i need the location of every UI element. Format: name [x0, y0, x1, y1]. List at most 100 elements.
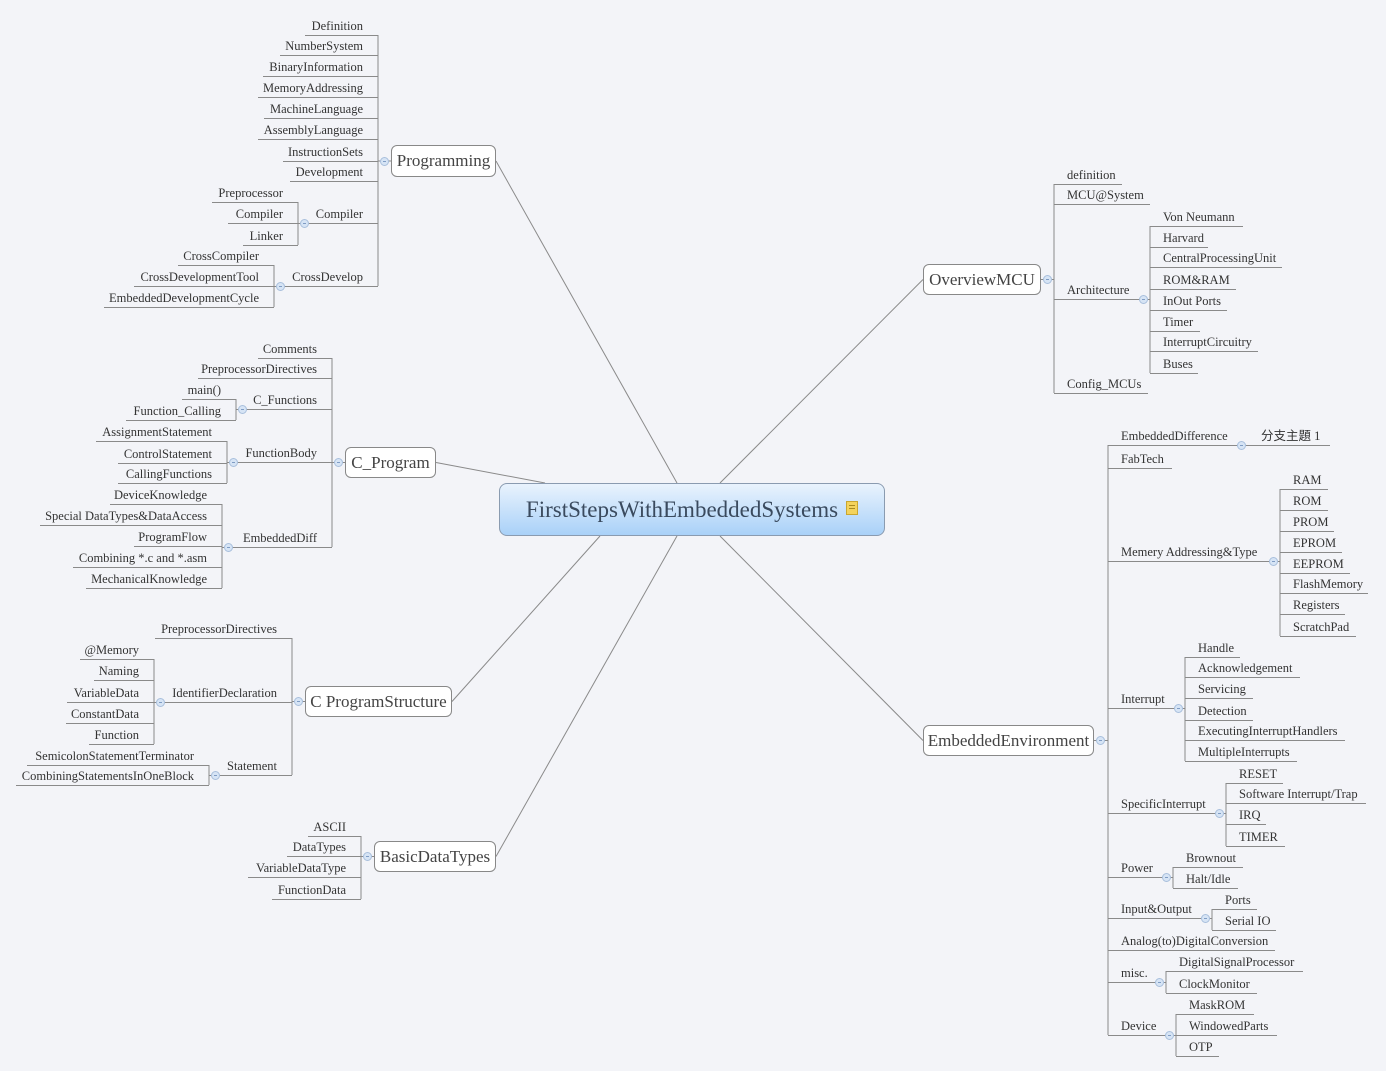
- topic-leaf[interactable]: Software Interrupt/Trap: [1226, 785, 1366, 804]
- topic-leaf[interactable]: Halt/Idle: [1173, 870, 1238, 889]
- main-topic-2[interactable]: C ProgramStructure: [305, 686, 452, 717]
- topic-leaf[interactable]: Harvard: [1150, 229, 1208, 248]
- subtopic[interactable]: EmbeddedDiff: [222, 529, 332, 548]
- topic-leaf[interactable]: Handle: [1185, 639, 1240, 658]
- topic-leaf[interactable]: Buses: [1150, 355, 1198, 374]
- topic-leaf[interactable]: InterruptCircuitry: [1150, 333, 1258, 352]
- topic-leaf[interactable]: Comments: [258, 340, 332, 359]
- topic-leaf[interactable]: CentralProcessingUnit: [1150, 249, 1282, 268]
- topic-leaf[interactable]: Detection: [1185, 702, 1253, 721]
- main-topic-0[interactable]: Programming: [391, 145, 496, 177]
- topic-leaf[interactable]: ProgramFlow: [134, 528, 222, 547]
- collapse-toggle[interactable]: [1236, 440, 1246, 450]
- topic-leaf[interactable]: IRQ: [1226, 806, 1266, 825]
- subtopic[interactable]: Power: [1108, 859, 1173, 878]
- collapse-toggle[interactable]: [155, 697, 165, 707]
- topic-leaf[interactable]: Function: [89, 726, 154, 745]
- topic-leaf[interactable]: MultipleInterrupts: [1185, 743, 1297, 762]
- topic-leaf[interactable]: NumberSystem: [280, 37, 378, 56]
- topic-leaf[interactable]: AssemblyLanguage: [258, 121, 378, 140]
- note-icon[interactable]: [846, 500, 859, 515]
- topic-leaf[interactable]: Ports: [1212, 891, 1257, 910]
- topic-leaf[interactable]: RESET: [1226, 765, 1283, 784]
- collapse-toggle[interactable]: [275, 281, 285, 291]
- subtopic[interactable]: Compiler: [298, 205, 378, 224]
- topic-leaf[interactable]: Special DataTypes&DataAccess: [40, 507, 222, 526]
- topic-leaf[interactable]: PROM: [1280, 513, 1334, 532]
- topic-leaf[interactable]: DataTypes: [287, 838, 361, 857]
- topic-leaf[interactable]: PreprocessorDirectives: [155, 620, 292, 639]
- collapse-toggle[interactable]: [1214, 808, 1224, 818]
- subtopic[interactable]: Interrupt: [1108, 690, 1185, 709]
- collapse-toggle[interactable]: [1154, 977, 1164, 987]
- subtopic[interactable]: SpecificInterrupt: [1108, 795, 1226, 814]
- topic-leaf[interactable]: Function_Calling: [126, 402, 236, 421]
- topic-leaf[interactable]: Acknowledgement: [1185, 659, 1300, 678]
- topic-leaf[interactable]: Linker: [243, 227, 298, 246]
- collapse-toggle[interactable]: [223, 542, 233, 552]
- topic-leaf[interactable]: MechanicalKnowledge: [86, 570, 222, 589]
- subtopic[interactable]: Device: [1108, 1017, 1176, 1036]
- topic-leaf[interactable]: MCU@System: [1054, 186, 1150, 205]
- topic-leaf[interactable]: ExecutingInterruptHandlers: [1185, 722, 1345, 741]
- collapse-toggle[interactable]: [1200, 913, 1210, 923]
- topic-leaf[interactable]: SemicolonStatementTerminator: [27, 747, 209, 766]
- collapse-toggle[interactable]: [299, 218, 309, 228]
- main-topic-1[interactable]: C_Program: [345, 447, 436, 478]
- topic-leaf[interactable]: MaskROM: [1176, 996, 1254, 1015]
- topic-leaf[interactable]: CallingFunctions: [118, 465, 227, 484]
- topic-leaf[interactable]: PreprocessorDirectives: [198, 360, 332, 379]
- collapse-toggle[interactable]: [1161, 872, 1171, 882]
- topic-leaf[interactable]: EPROM: [1280, 534, 1342, 553]
- topic-leaf[interactable]: BinaryInformation: [263, 58, 378, 77]
- topic-leaf[interactable]: ROM&RAM: [1150, 271, 1236, 290]
- topic-leaf[interactable]: EmbeddedDevelopmentCycle: [104, 289, 274, 308]
- topic-leaf[interactable]: definition: [1054, 166, 1122, 185]
- collapse-toggle[interactable]: [1164, 1030, 1174, 1040]
- topic-leaf[interactable]: ScratchPad: [1280, 618, 1356, 637]
- topic-leaf[interactable]: EEPROM: [1280, 555, 1350, 574]
- topic-leaf[interactable]: 分支主題 1: [1248, 427, 1330, 446]
- topic-leaf[interactable]: Preprocessor: [212, 184, 298, 203]
- topic-leaf[interactable]: MemoryAddressing: [258, 79, 378, 98]
- collapse-toggle[interactable]: [333, 458, 343, 467]
- collapse-toggle[interactable]: [379, 156, 389, 166]
- topic-leaf[interactable]: ConstantData: [66, 705, 154, 724]
- topic-leaf[interactable]: FabTech: [1108, 450, 1172, 469]
- topic-leaf[interactable]: ControlStatement: [118, 445, 227, 464]
- subtopic[interactable]: CrossDevelop: [274, 268, 378, 287]
- collapse-toggle[interactable]: [228, 457, 238, 467]
- collapse-toggle[interactable]: [1138, 294, 1148, 304]
- topic-leaf[interactable]: CrossCompiler: [178, 247, 274, 266]
- topic-leaf[interactable]: VariableData: [67, 684, 154, 703]
- subtopic[interactable]: EmbeddedDifference: [1108, 427, 1248, 446]
- collapse-toggle[interactable]: [1042, 275, 1052, 284]
- topic-leaf[interactable]: Serial IO: [1212, 912, 1276, 931]
- subtopic[interactable]: Input&Output: [1108, 900, 1212, 919]
- topic-leaf[interactable]: Compiler: [228, 205, 298, 224]
- topic-leaf[interactable]: ROM: [1280, 492, 1328, 511]
- topic-leaf[interactable]: InstructionSets: [283, 143, 378, 162]
- main-topic-4[interactable]: OverviewMCU: [923, 264, 1041, 295]
- topic-leaf[interactable]: Registers: [1280, 596, 1345, 615]
- collapse-toggle[interactable]: [1095, 736, 1105, 745]
- collapse-toggle[interactable]: [1173, 703, 1183, 713]
- topic-leaf[interactable]: Naming: [94, 662, 154, 681]
- topic-leaf[interactable]: MachineLanguage: [264, 100, 378, 119]
- topic-leaf[interactable]: DigitalSignalProcessor: [1166, 953, 1303, 972]
- topic-leaf[interactable]: TIMER: [1226, 828, 1285, 847]
- topic-leaf[interactable]: CrossDevelopmentTool: [134, 268, 274, 287]
- topic-leaf[interactable]: Servicing: [1185, 680, 1253, 699]
- collapse-toggle[interactable]: [210, 770, 220, 780]
- topic-leaf[interactable]: AssignmentStatement: [96, 423, 227, 442]
- subtopic[interactable]: Memery Addressing&Type: [1108, 543, 1280, 562]
- topic-leaf[interactable]: Config_MCUs: [1054, 375, 1148, 394]
- central-topic[interactable]: FirstStepsWithEmbeddedSystems: [499, 483, 885, 536]
- subtopic[interactable]: C_Functions: [236, 391, 332, 410]
- topic-leaf[interactable]: InOut Ports: [1150, 292, 1227, 311]
- topic-leaf[interactable]: ASCII: [308, 818, 361, 837]
- subtopic[interactable]: Architecture: [1054, 281, 1150, 300]
- topic-leaf[interactable]: FlashMemory: [1280, 575, 1368, 594]
- topic-leaf[interactable]: ClockMonitor: [1166, 975, 1257, 994]
- topic-leaf[interactable]: WindowedParts: [1176, 1017, 1277, 1036]
